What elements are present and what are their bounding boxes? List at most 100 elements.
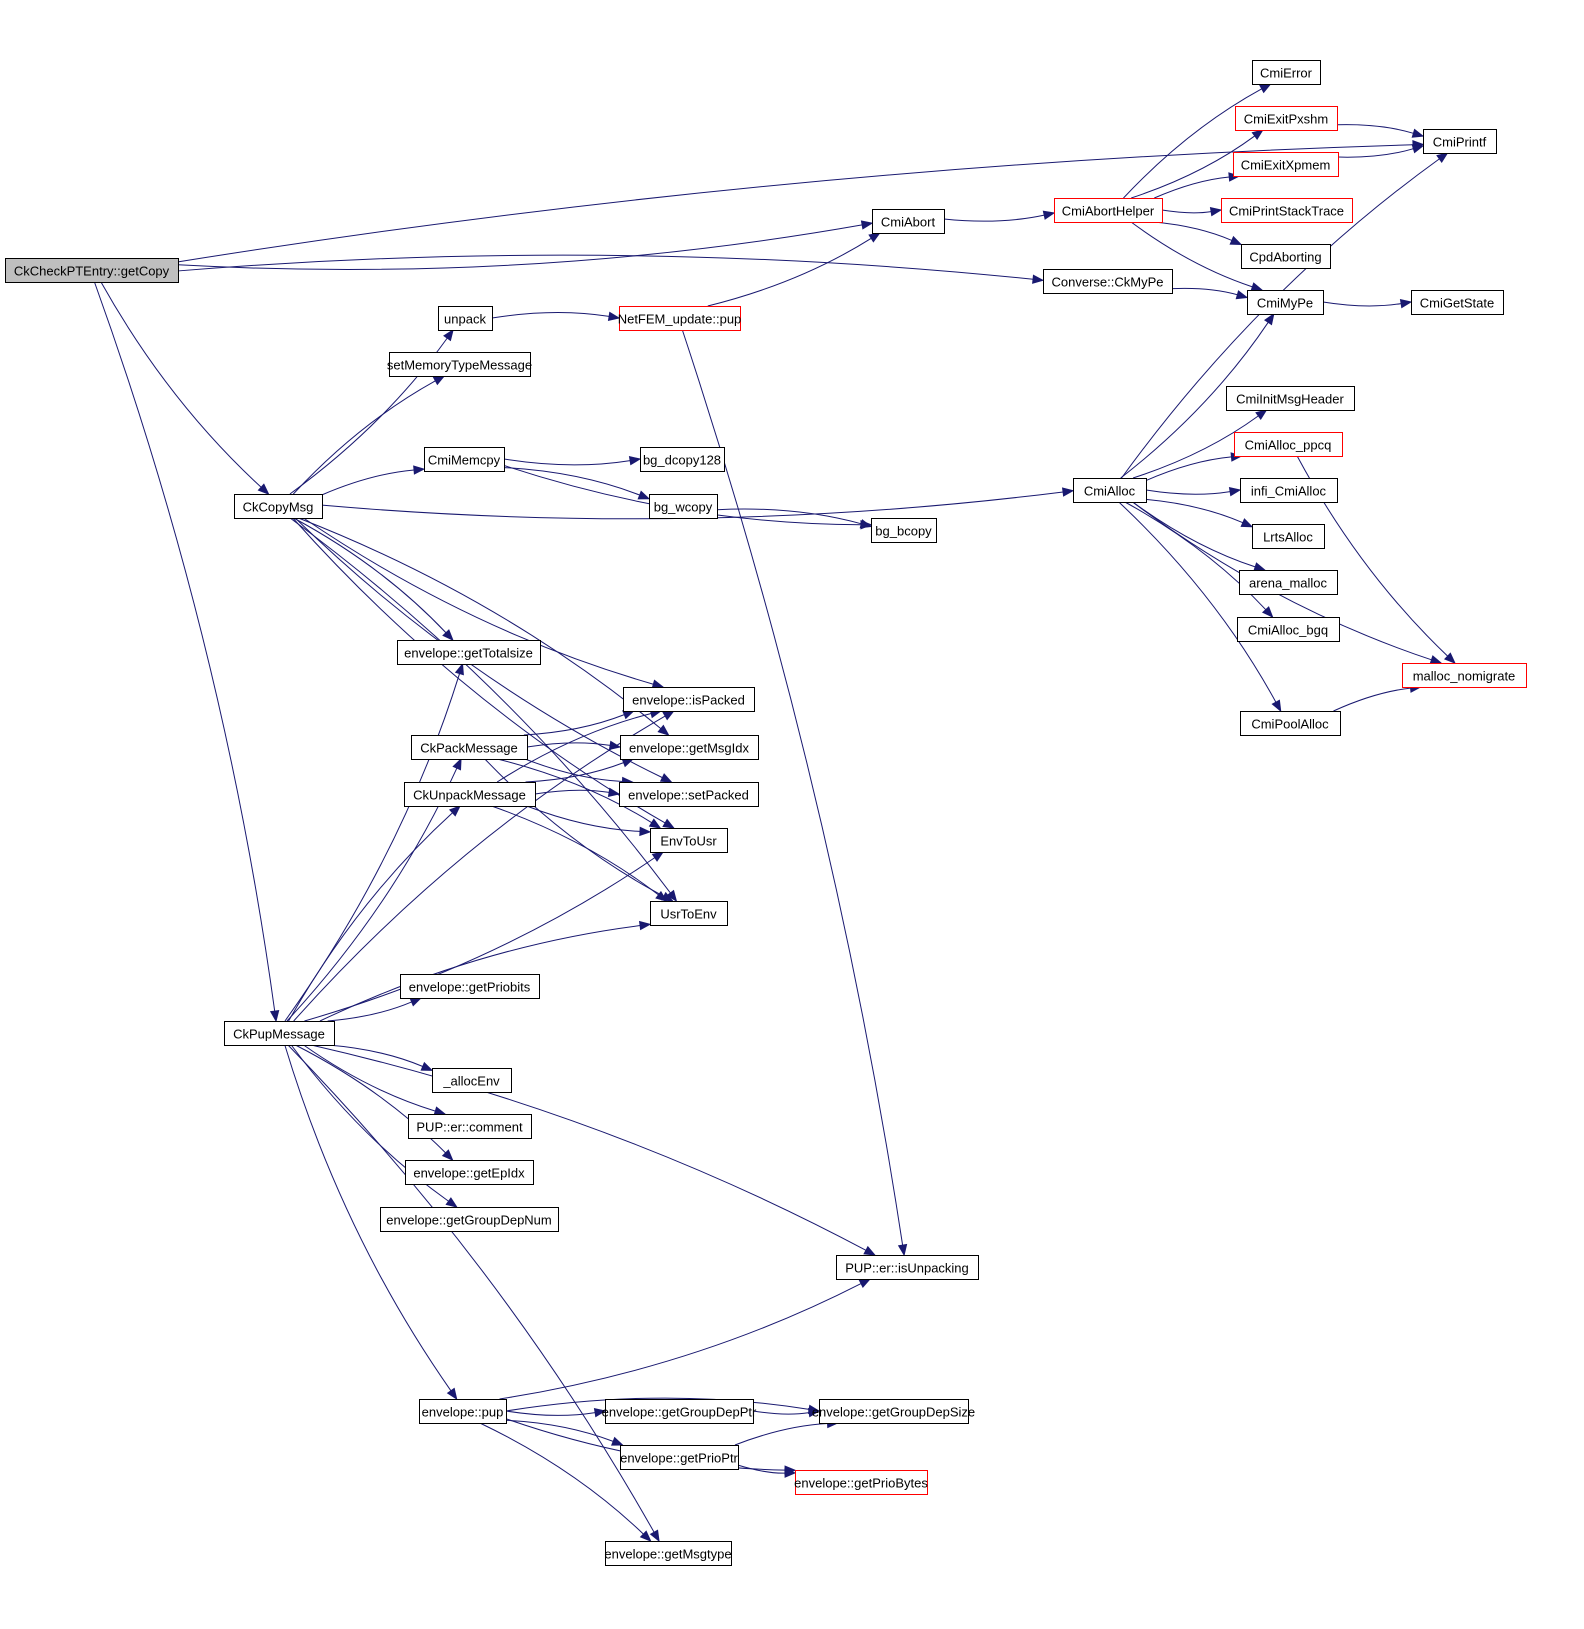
node-box[interactable]: [1252, 524, 1325, 549]
node-getMsgIdx[interactable]: envelope::getMsgIdx: [620, 735, 759, 760]
node-allocEnv[interactable]: _allocEnv: [432, 1068, 512, 1093]
node-box[interactable]: [1423, 129, 1497, 154]
node-box[interactable]: [432, 1068, 512, 1093]
node-bg_bcopy[interactable]: bg_bcopy: [871, 518, 937, 543]
node-box[interactable]: [1411, 290, 1504, 315]
node-infi_CmiAlloc[interactable]: infi_CmiAlloc: [1240, 478, 1338, 503]
node-isUnpacking[interactable]: PUP::er::isUnpacking: [836, 1255, 979, 1280]
node-bg_wcopy[interactable]: bg_wcopy: [649, 494, 718, 519]
node-CmiMyPe[interactable]: CmiMyPe: [1247, 290, 1324, 315]
node-box[interactable]: [620, 735, 759, 760]
node-CpdAborting[interactable]: CpdAborting: [1241, 244, 1331, 269]
node-CmiAlloc[interactable]: CmiAlloc: [1073, 478, 1147, 503]
node-box[interactable]: [397, 640, 541, 665]
node-setPacked[interactable]: envelope::setPacked: [619, 782, 759, 807]
node-box[interactable]: [649, 494, 718, 519]
node-box[interactable]: [1240, 711, 1341, 736]
node-box[interactable]: [619, 306, 741, 331]
node-box[interactable]: [1239, 570, 1338, 595]
node-box[interactable]: [1073, 478, 1147, 503]
node-ConverseCkMyPe[interactable]: Converse::CkMyPe: [1043, 269, 1173, 294]
node-box[interactable]: [400, 974, 540, 999]
node-CmiInitMsgHeader[interactable]: CmiInitMsgHeader: [1226, 386, 1355, 411]
node-arena_malloc[interactable]: arena_malloc: [1239, 570, 1338, 595]
node-PUPcomment[interactable]: PUP::er::comment: [408, 1114, 532, 1139]
node-getEpIdx[interactable]: envelope::getEpIdx: [405, 1160, 534, 1185]
node-box[interactable]: [1402, 663, 1527, 688]
node-box[interactable]: [405, 1160, 534, 1185]
node-NetFEMpup[interactable]: NetFEM_update::pup: [618, 306, 742, 331]
node-box[interactable]: [650, 901, 728, 926]
node-box[interactable]: [819, 1399, 969, 1424]
node-CmiAlloc_ppcq[interactable]: CmiAlloc_ppcq: [1234, 432, 1343, 457]
node-getGroupDepPtr[interactable]: envelope::getGroupDepPtr: [602, 1399, 757, 1424]
node-CmiMemcpy[interactable]: CmiMemcpy: [424, 447, 505, 472]
node-box[interactable]: [1240, 478, 1338, 503]
node-box[interactable]: [1237, 617, 1340, 642]
node-box[interactable]: [1233, 152, 1339, 177]
node-CmiExitPxshm[interactable]: CmiExitPxshm: [1235, 106, 1338, 131]
node-CmiPrintf[interactable]: CmiPrintf: [1423, 129, 1497, 154]
node-box[interactable]: [1252, 60, 1321, 85]
node-box[interactable]: [404, 782, 536, 807]
node-CkUnpackMessage[interactable]: CkUnpackMessage: [404, 782, 536, 807]
node-box[interactable]: [1043, 269, 1173, 294]
node-box[interactable]: [605, 1399, 754, 1424]
node-CmiPoolAlloc[interactable]: CmiPoolAlloc: [1240, 711, 1341, 736]
node-bg_dcopy128[interactable]: bg_dcopy128: [640, 447, 725, 472]
node-unpack[interactable]: unpack: [438, 306, 493, 331]
node-box[interactable]: [1054, 198, 1163, 223]
node-CmiGetState[interactable]: CmiGetState: [1411, 290, 1504, 315]
node-box[interactable]: [234, 494, 323, 519]
node-CmiAlloc_bgq[interactable]: CmiAlloc_bgq: [1237, 617, 1340, 642]
node-LrtsAlloc[interactable]: LrtsAlloc: [1252, 524, 1325, 549]
node-getPrioBytes[interactable]: envelope::getPrioBytes: [794, 1470, 928, 1495]
node-box[interactable]: [871, 518, 937, 543]
node-getPriobits[interactable]: envelope::getPriobits: [400, 974, 540, 999]
node-getPrioPtr[interactable]: envelope::getPrioPtr: [620, 1445, 739, 1470]
node-box[interactable]: [438, 306, 493, 331]
node-box[interactable]: [1235, 106, 1338, 131]
node-getGroupDepSize[interactable]: envelope::getGroupDepSize: [812, 1399, 975, 1424]
node-box[interactable]: [1226, 386, 1355, 411]
node-box[interactable]: [623, 687, 755, 712]
node-EnvToUsr[interactable]: EnvToUsr: [650, 828, 728, 853]
node-box[interactable]: [795, 1470, 928, 1495]
node-box[interactable]: [872, 209, 945, 234]
node-box[interactable]: [380, 1207, 559, 1232]
node-box[interactable]: [619, 782, 759, 807]
node-CkPackMessage[interactable]: CkPackMessage: [411, 735, 528, 760]
node-CmiAbort[interactable]: CmiAbort: [872, 209, 945, 234]
node-setMemoryTypeMessage[interactable]: setMemoryTypeMessage: [387, 352, 532, 377]
node-malloc_nomigrate[interactable]: malloc_nomigrate: [1402, 663, 1527, 688]
node-CmiError[interactable]: CmiError: [1252, 60, 1321, 85]
node-box[interactable]: [1234, 432, 1343, 457]
node-getGroupDepNum[interactable]: envelope::getGroupDepNum: [380, 1207, 559, 1232]
node-box[interactable]: [640, 447, 725, 472]
node-box[interactable]: [408, 1114, 532, 1139]
node-box[interactable]: [389, 352, 531, 377]
node-getCopy[interactable]: CkCheckPTEntry::getCopy: [5, 258, 179, 283]
node-box[interactable]: [1247, 290, 1324, 315]
node-getMsgtype[interactable]: envelope::getMsgtype: [604, 1541, 732, 1566]
node-box[interactable]: [1241, 244, 1331, 269]
node-box[interactable]: [620, 1445, 739, 1470]
node-CmiAbortHelper[interactable]: CmiAbortHelper: [1054, 198, 1163, 223]
node-box[interactable]: [836, 1255, 979, 1280]
node-box[interactable]: [411, 735, 528, 760]
node-box[interactable]: [5, 258, 179, 283]
node-UsrToEnv[interactable]: UsrToEnv: [650, 901, 728, 926]
node-getTotalsize[interactable]: envelope::getTotalsize: [397, 640, 541, 665]
node-isPacked[interactable]: envelope::isPacked: [623, 687, 755, 712]
node-box[interactable]: [424, 447, 505, 472]
node-CmiPrintStackTrace[interactable]: CmiPrintStackTrace: [1221, 198, 1353, 223]
node-box[interactable]: [605, 1541, 732, 1566]
node-box[interactable]: [1221, 198, 1353, 223]
node-box[interactable]: [650, 828, 728, 853]
node-envpup[interactable]: envelope::pup: [419, 1399, 507, 1424]
node-box[interactable]: [224, 1021, 335, 1046]
node-box[interactable]: [419, 1399, 507, 1424]
node-CkCopyMsg[interactable]: CkCopyMsg: [234, 494, 323, 519]
node-CmiExitXpmem[interactable]: CmiExitXpmem: [1233, 152, 1339, 177]
node-CkPupMessage[interactable]: CkPupMessage: [224, 1021, 335, 1046]
